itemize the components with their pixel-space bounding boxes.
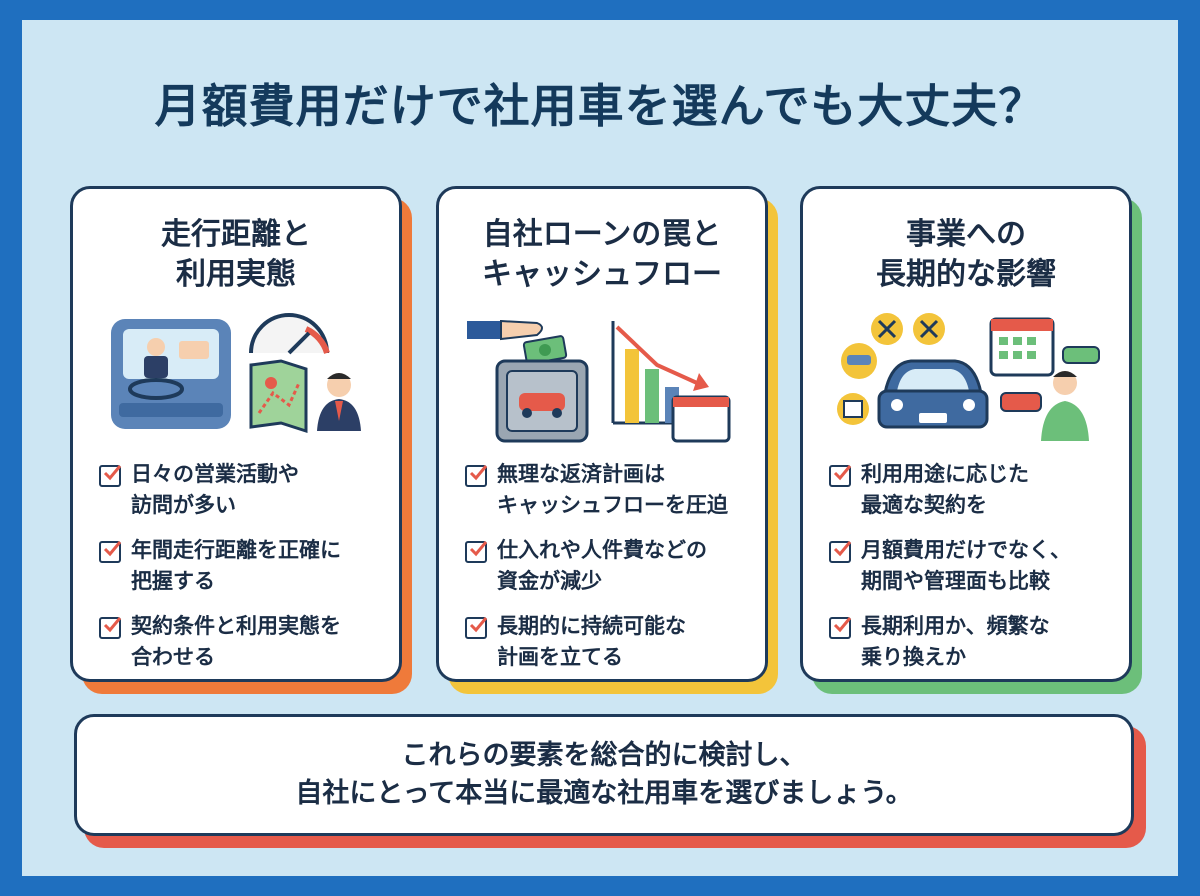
list-item: 長期的に持続可能な 計画を立てる — [465, 611, 761, 673]
car-driver-gauge-map-icon — [111, 313, 361, 434]
page-title: 月額費用だけで社用車を選んでも大丈夫？ — [154, 79, 1046, 133]
item-text: 月額費用だけでなく、 期間や管理面も比較 — [861, 538, 1071, 593]
card-title: 自社ローンの罠と キャッシュフロー — [482, 217, 722, 292]
summary-body: これらの要素を総合的に検討し、 自社にとって本当に最適な社用車を選びましょう。 — [74, 714, 1134, 836]
summary-box: これらの要素を総合的に検討し、 自社にとって本当に最適な社用車を選びましょう。 — [74, 714, 1146, 848]
checkbox-icon — [99, 541, 122, 563]
checkbox-icon — [465, 617, 488, 639]
checkbox-icon — [829, 541, 852, 563]
money-safe-declining-chart-icon — [467, 319, 731, 443]
item-text: 無理な返済計画は キャッシュフローを圧迫 — [497, 462, 728, 517]
card-mileage: 走行距離と 利用実態 日々の — [70, 186, 412, 694]
checkbox-icon — [465, 541, 488, 563]
item-text: 契約条件と利用実態を 合わせる — [131, 614, 341, 669]
list-item: 契約条件と利用実態を 合わせる — [99, 611, 395, 673]
card-long-term-impact: 事業への 長期的な影響 — [800, 186, 1142, 694]
checkbox-icon — [99, 617, 122, 639]
checkbox-icon — [829, 617, 852, 639]
item-text: 年間走行距離を正確に 把握する — [131, 538, 341, 593]
list-item: 月額費用だけでなく、 期間や管理面も比較 — [829, 535, 1125, 597]
card-items: 無理な返済計画は キャッシュフローを圧迫 仕入れや人件費などの 資金が減少 長期… — [465, 459, 761, 687]
card-items: 日々の営業活動や 訪問が多い 年間走行距離を正確に 把握する 契約条件と利用実態… — [99, 459, 395, 687]
checkbox-icon — [829, 465, 852, 487]
list-item: 年間走行距離を正確に 把握する — [99, 535, 395, 597]
item-text: 仕入れや人件費などの 資金が減少 — [497, 538, 707, 593]
list-item: 日々の営業活動や 訪問が多い — [99, 459, 395, 521]
item-text: 日々の営業活動や 訪問が多い — [131, 462, 299, 517]
item-text: 長期的に持続可能な 計画を立てる — [497, 614, 686, 669]
card-loan-cashflow: 自社ローンの罠と キャッシュフロー — [436, 186, 778, 694]
list-item: 仕入れや人件費などの 資金が減少 — [465, 535, 761, 597]
card-items: 利用用途に応じた 最適な契約を 月額費用だけでなく、 期間や管理面も比較 長期利… — [829, 459, 1125, 687]
card-body: 事業への 長期的な影響 — [800, 186, 1132, 682]
card-title: 走行距離と 利用実態 — [161, 217, 311, 292]
checkbox-icon — [99, 465, 122, 487]
car-tools-calendar-person-icon — [837, 313, 1100, 441]
card-title: 事業への 長期的な影響 — [876, 217, 1056, 292]
list-item: 長期利用か、頻繁な 乗り換えか — [829, 611, 1125, 673]
list-item: 無理な返済計画は キャッシュフローを圧迫 — [465, 459, 761, 521]
card-body: 自社ローンの罠と キャッシュフロー — [436, 186, 768, 682]
card-body: 走行距離と 利用実態 日々の — [70, 186, 402, 682]
checkbox-icon — [465, 465, 488, 487]
item-text: 長期利用か、頻繁な 乗り換えか — [861, 614, 1050, 669]
item-text: 利用用途に応じた 最適な契約を — [861, 462, 1029, 517]
list-item: 利用用途に応じた 最適な契約を — [829, 459, 1125, 521]
summary-text: これらの要素を総合的に検討し、 自社にとって本当に最適な社用車を選びましょう。 — [295, 740, 913, 809]
